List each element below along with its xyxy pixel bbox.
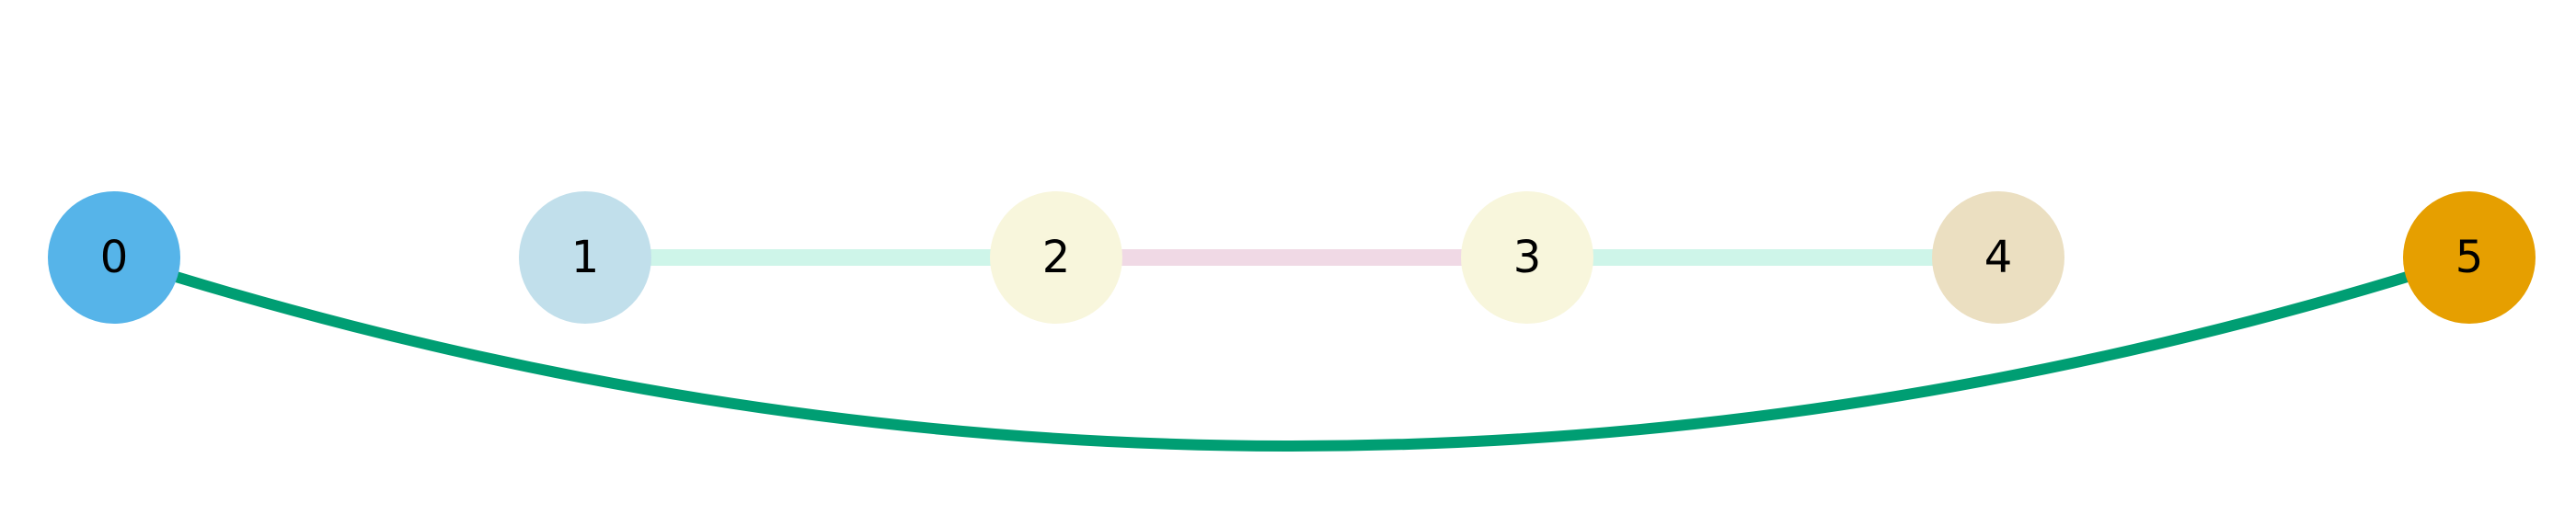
edges-layer (112, 249, 2471, 452)
node-1-circle (519, 191, 651, 324)
edge-0-5 (112, 252, 2471, 452)
node-2-circle (990, 191, 1122, 324)
node-1: 1 (519, 191, 651, 324)
node-5-label: 5 (2455, 232, 2484, 283)
node-2-label: 2 (1042, 232, 1071, 283)
node-0: 0 (48, 191, 180, 324)
node-5-circle (2403, 191, 2536, 324)
node-0-label: 0 (100, 232, 129, 283)
node-5: 5 (2403, 191, 2536, 324)
node-0-circle (48, 191, 180, 324)
node-1-label: 1 (571, 232, 600, 283)
nodes-layer: 0 1 2 3 4 5 (48, 191, 2536, 324)
node-4-circle (1932, 191, 2064, 324)
node-4-label: 4 (1984, 232, 2013, 283)
node-2: 2 (990, 191, 1122, 324)
node-4: 4 (1932, 191, 2064, 324)
node-3: 3 (1461, 191, 1593, 324)
node-3-circle (1461, 191, 1593, 324)
node-3-label: 3 (1513, 232, 1542, 283)
